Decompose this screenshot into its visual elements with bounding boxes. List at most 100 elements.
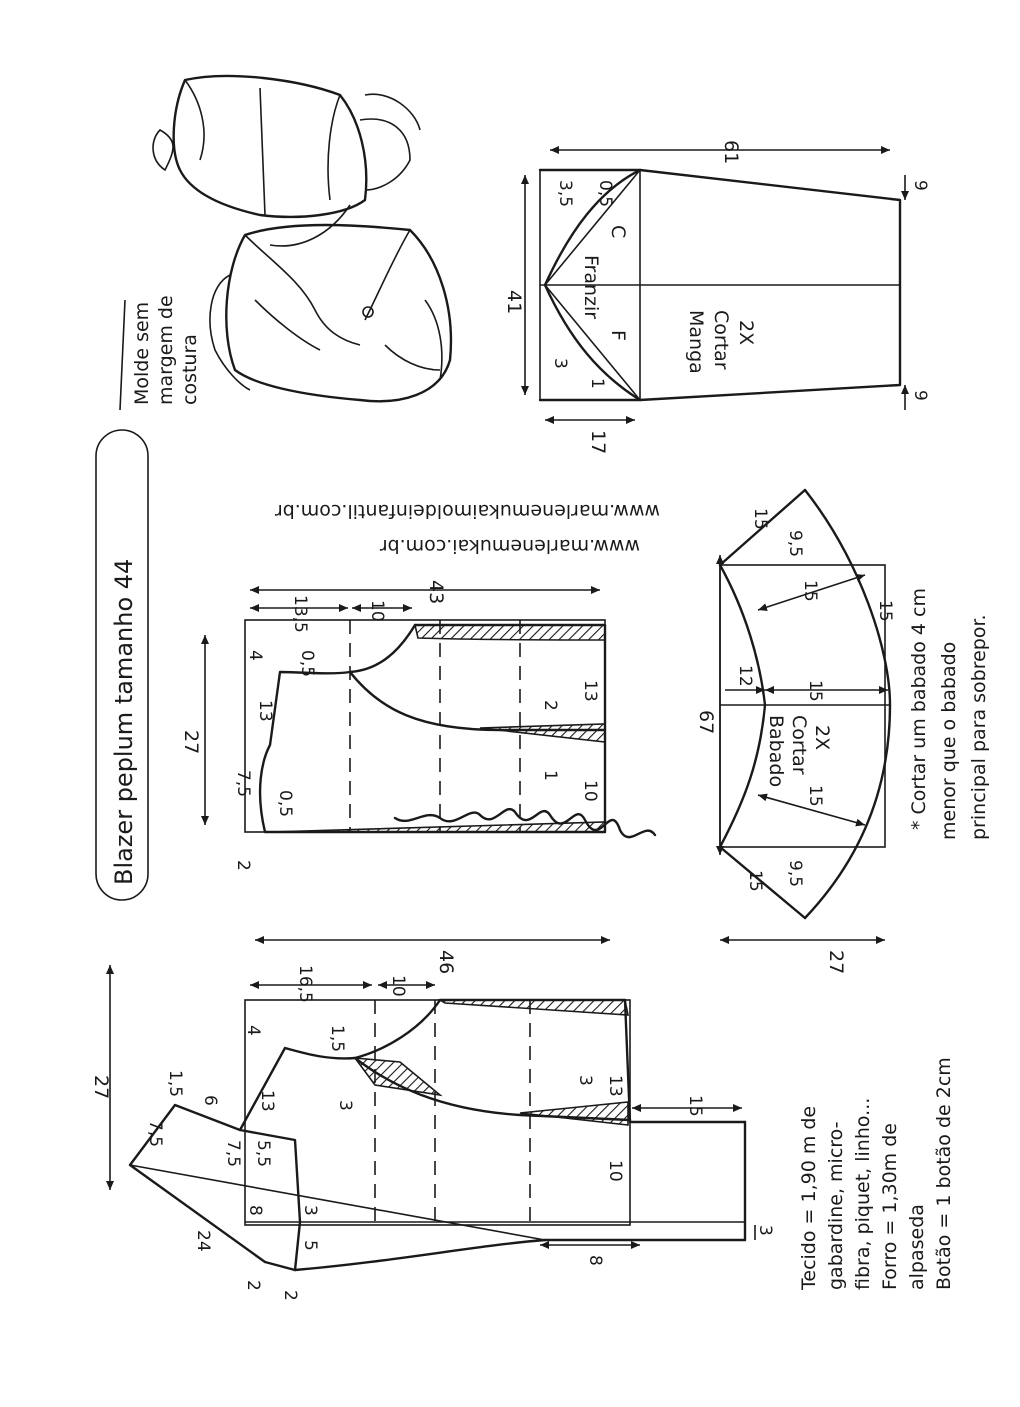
sleeve-dim-35: 3,5 bbox=[555, 180, 575, 207]
title-frame bbox=[95, 429, 149, 901]
materials-line-5: alpaseda bbox=[906, 1204, 928, 1290]
sketch-back-body bbox=[172, 74, 368, 219]
sleeve-dim-05: 0,5 bbox=[595, 180, 615, 207]
front-dim-13b: 13 bbox=[605, 1075, 625, 1097]
back-dim-05b: 0,5 bbox=[275, 790, 295, 817]
front-dim-2b: 2 bbox=[280, 1290, 300, 1301]
sleeve-line-label: Franzir bbox=[580, 255, 602, 319]
sketch-front-body bbox=[225, 223, 453, 403]
back-dim-2b: 2 bbox=[540, 700, 560, 711]
sleeve-pattern: 61 41 17 9 9 3,5 0,5 3 1 Franzir C F Man… bbox=[503, 140, 930, 454]
materials-note: Tecido = 1,90 m de gabardine, micro- fib… bbox=[798, 1057, 955, 1291]
peplum-dim-depth: 27 bbox=[825, 950, 847, 974]
peplum-note-1: * Cortar um babado 4 cm bbox=[908, 588, 930, 830]
peplum-dim-15c: 15 bbox=[805, 785, 825, 807]
peplum-dim-side-15a: 15 bbox=[750, 508, 770, 530]
front-dim-3d: 3 bbox=[300, 1205, 320, 1216]
front-dim-55: 5,5 bbox=[253, 1140, 273, 1167]
back-dim-75: 7,5 bbox=[233, 770, 253, 797]
sleeve-dim-lower: 17 bbox=[587, 430, 609, 454]
front-dim-10b: 10 bbox=[605, 1160, 625, 1182]
materials-line-1: Tecido = 1,90 m de bbox=[798, 1106, 820, 1291]
front-bodice-outline bbox=[238, 998, 632, 1272]
peplum-note-2: menor que o babado bbox=[938, 642, 960, 840]
back-dim-shoulder: 13,5 bbox=[290, 595, 310, 633]
materials-line-3: fibra, piquet, linho... bbox=[852, 1098, 874, 1290]
front-dim-shoulder: 16,5 bbox=[295, 965, 315, 1003]
signature: Marlene Mukai bbox=[393, 776, 657, 900]
back-dim-10: 10 bbox=[367, 600, 387, 622]
sleeve-label-3: 2X bbox=[735, 320, 757, 345]
signature-scribble bbox=[393, 808, 657, 839]
peplum-dim-width: 67 bbox=[695, 710, 717, 734]
peplum-dim-95b: 9,5 bbox=[785, 860, 805, 887]
sleeve-dim-1: 1 bbox=[587, 378, 607, 389]
front-dim-height: 27 bbox=[90, 1075, 112, 1099]
page-title: Blazer peplum tamanho 44 bbox=[110, 559, 138, 885]
back-dim-13b: 13 bbox=[580, 680, 600, 702]
front-dim-4: 4 bbox=[243, 1025, 263, 1036]
front-dim-8: 8 bbox=[585, 1255, 605, 1266]
back-dim-4: 4 bbox=[245, 650, 265, 661]
website-1: www.marlenemukai.com.br bbox=[380, 535, 640, 557]
sketch-button bbox=[362, 306, 374, 318]
sleeve-front-label: F bbox=[607, 330, 629, 341]
front-dim-6: 6 bbox=[200, 1095, 220, 1106]
peplum-label-2: Cortar bbox=[788, 715, 810, 775]
front-dim-75b: 7,5 bbox=[145, 1120, 165, 1147]
peplum-label-1: Babado bbox=[765, 715, 787, 787]
sleeve-dim-width: 61 bbox=[720, 140, 742, 164]
materials-line-6: Botão = 1 botão de 2cm bbox=[933, 1057, 955, 1290]
back-dim-10b: 10 bbox=[580, 780, 600, 802]
peplum-note-3: principal para sobrepor. bbox=[968, 614, 990, 840]
website-2: www.marlenemukaimoldeinfantil.com.br bbox=[275, 500, 660, 522]
front-dim-width: 46 bbox=[435, 950, 457, 974]
back-dim-width: 43 bbox=[425, 580, 447, 604]
front-dim-15: 1,5 bbox=[327, 1025, 347, 1052]
back-dim-1: 1 bbox=[540, 770, 560, 781]
note-no-seam-3: costura bbox=[179, 334, 201, 405]
front-dim-75: 7,5 bbox=[223, 1140, 243, 1167]
back-dim-2: 2 bbox=[233, 860, 253, 871]
peplum-dim-15a: 15 bbox=[800, 580, 820, 602]
peplum-outer-curve bbox=[803, 488, 892, 920]
note-no-seam-2: margem de bbox=[155, 295, 177, 405]
back-bodice-outline bbox=[258, 623, 607, 834]
peplum-pattern: 67 27 12 15 15 9,5 9,5 15 15 15 15 Babad… bbox=[695, 488, 990, 974]
sleeve-dim-3: 3 bbox=[550, 358, 570, 369]
blazer-sketch: Molde sem margem de costura bbox=[119, 74, 453, 411]
front-bodice-pattern: 46 27 16,5 10 4 1,5 13 3 3 13 15 10 3 8 … bbox=[90, 936, 775, 1301]
sleeve-back-label: C bbox=[607, 225, 629, 238]
front-dim-15b: 15 bbox=[685, 1095, 705, 1117]
peplum-inner-curve bbox=[718, 563, 767, 849]
front-dim-13a: 13 bbox=[257, 1090, 277, 1112]
front-dim-3b: 3 bbox=[575, 1075, 595, 1086]
front-dim-2a: 2 bbox=[243, 1280, 263, 1291]
front-dim-3c: 3 bbox=[755, 1225, 775, 1236]
sleeve-dim-hem: 9 bbox=[910, 180, 930, 191]
back-dim-height: 27 bbox=[180, 730, 202, 754]
peplum-dim-15b: 15 bbox=[805, 680, 825, 702]
peplum-dim-side-15b: 15 bbox=[745, 870, 765, 892]
front-dim-24: 24 bbox=[193, 1230, 213, 1252]
note-no-seam-1: Molde sem bbox=[131, 302, 153, 405]
peplum-dim-12: 12 bbox=[735, 665, 755, 687]
back-dim-05a: 0,5 bbox=[297, 650, 317, 677]
back-bodice-pattern: 43 27 13,5 10 4 0,5 13 7,5 0,5 2 2 13 10… bbox=[180, 580, 607, 871]
materials-line-2: gabardine, micro- bbox=[825, 1122, 847, 1291]
back-dim-13a: 13 bbox=[255, 700, 275, 722]
front-dim-10: 10 bbox=[388, 975, 408, 997]
title-block: Blazer peplum tamanho 44 bbox=[95, 429, 149, 901]
signature-text: Marlene Mukai bbox=[545, 776, 565, 900]
peplum-dim-15d: 15 bbox=[875, 600, 895, 622]
materials-line-4: Forro = 1,30m de bbox=[879, 1123, 901, 1290]
sleeve-dim-cap-height: 41 bbox=[503, 290, 525, 314]
sleeve-dim-hem-2: 9 bbox=[910, 390, 930, 401]
sleeve-label-2: Cortar bbox=[710, 310, 732, 370]
peplum-dim-95a: 9,5 bbox=[785, 530, 805, 557]
front-dim-5: 5 bbox=[300, 1240, 320, 1251]
sleeve-label-1: Manga bbox=[685, 310, 707, 374]
sleeve-outline bbox=[538, 168, 902, 402]
